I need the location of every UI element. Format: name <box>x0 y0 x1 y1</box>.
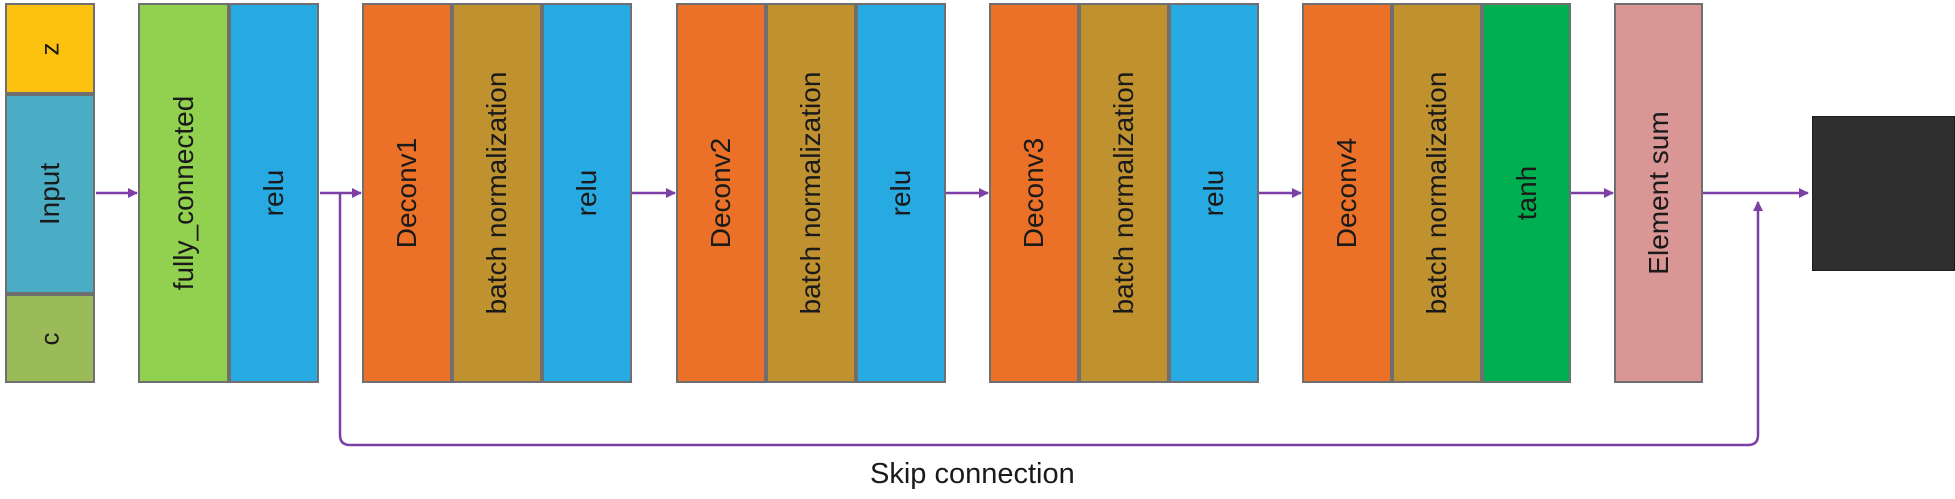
element-sum-block: Element sum <box>1614 3 1703 383</box>
deconv4-label: Deconv4 <box>1331 137 1362 249</box>
output-image <box>1812 116 1955 271</box>
batch-norm-label-1: batch normalization <box>481 71 512 315</box>
relu-block-2: relu <box>856 3 946 383</box>
deconv2-label: Deconv2 <box>705 137 736 249</box>
deconv2-block: Deconv2 <box>676 3 766 383</box>
relu-label-3: relu <box>1198 169 1229 217</box>
relu-block-1: relu <box>542 3 632 383</box>
batch-norm-block-3: batch normalization <box>1079 3 1169 383</box>
fully-connected-block: fully_connected <box>138 3 229 383</box>
z-label: z <box>34 42 65 55</box>
tanh-label: tanh <box>1510 165 1542 221</box>
deconv4-block: Deconv4 <box>1302 3 1392 383</box>
relu-block-3: relu <box>1169 3 1259 383</box>
batch-norm-label-2: batch normalization <box>795 71 826 315</box>
input-block: Input <box>5 94 95 294</box>
c-label: c <box>34 332 65 345</box>
deconv1-block: Deconv1 <box>362 3 452 383</box>
batch-norm-label-4: batch normalization <box>1421 71 1452 315</box>
tanh-block: tanh <box>1482 3 1571 383</box>
relu-block-0: relu <box>229 3 319 383</box>
c-input-block: c <box>5 294 95 383</box>
batch-norm-block-1: batch normalization <box>452 3 542 383</box>
skip-connection-line <box>338 193 1763 447</box>
batch-norm-block-4: batch normalization <box>1392 3 1482 383</box>
deconv1-label: Deconv1 <box>391 137 422 249</box>
relu-label-0: relu <box>258 169 289 217</box>
batch-norm-label-3: batch normalization <box>1108 71 1139 315</box>
deconv3-block: Deconv3 <box>989 3 1079 383</box>
input-label: Input <box>34 162 65 226</box>
batch-norm-block-2: batch normalization <box>766 3 856 383</box>
relu-label-1: relu <box>571 169 602 217</box>
fully-connected-label: fully_connected <box>167 95 199 291</box>
skip-connection-label: Skip connection <box>870 458 1075 490</box>
element-sum-label: Element sum <box>1642 111 1674 275</box>
relu-label-2: relu <box>885 169 916 217</box>
z-input-block: z <box>5 3 95 94</box>
deconv3-label: Deconv3 <box>1018 137 1049 249</box>
